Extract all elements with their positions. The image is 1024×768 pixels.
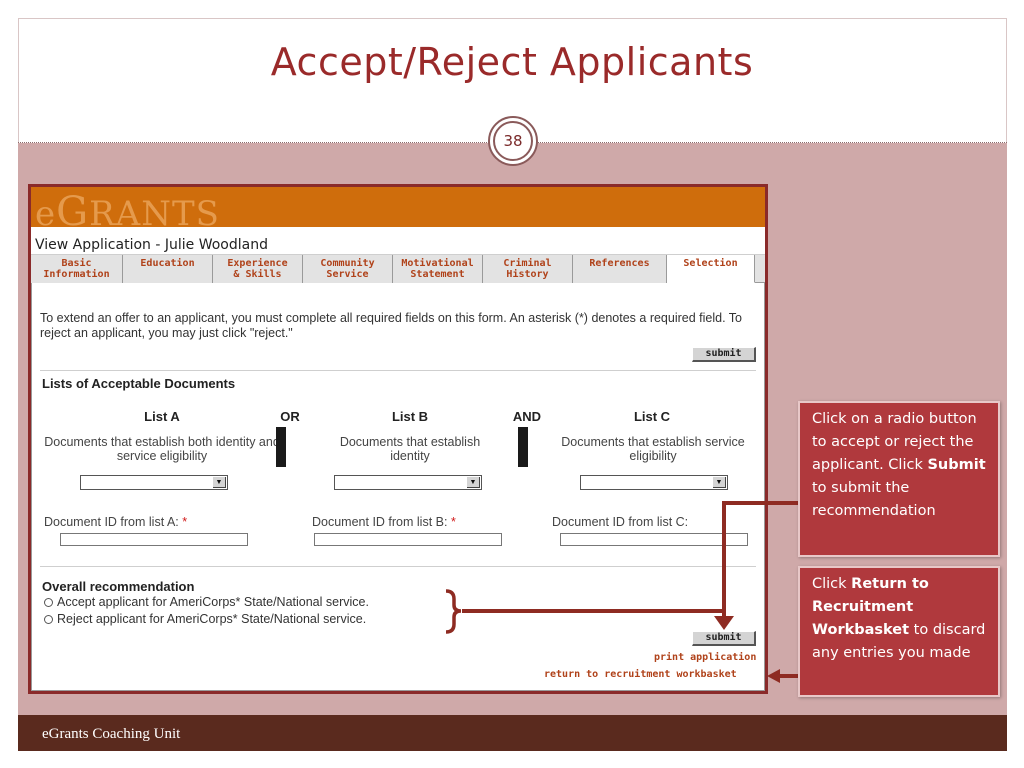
return-callout: Click Return to Recruitment Workbasket t… <box>798 566 1000 697</box>
selection-panel: To extend an offer to an applicant, you … <box>31 283 765 691</box>
or-label: OR <box>280 409 300 424</box>
tab-label-line1: Motivational <box>401 258 474 269</box>
egrants-header: eGRANTS <box>31 187 765 235</box>
tab-label-line2: Statement <box>410 269 465 280</box>
list-a-select[interactable]: ▼ <box>80 475 228 490</box>
tab-label-line1: Selection <box>683 258 738 269</box>
accept-radio[interactable] <box>44 597 53 607</box>
tab-label-line1: References <box>589 258 650 269</box>
egrants-window: eGRANTS View Application - Julie Woodlan… <box>28 184 768 694</box>
return-callout-text: Click <box>812 576 852 592</box>
return-to-workbasket-link[interactable]: return to recruitment workbasket <box>544 669 737 680</box>
list-b-id-input[interactable] <box>314 533 502 546</box>
slide-title: Accept/Reject Applicants <box>270 40 754 84</box>
return-callout-text-end: to discard any entries you made <box>812 622 986 661</box>
list-c-select[interactable]: ▼ <box>580 475 728 490</box>
divider <box>40 370 756 371</box>
required-marker: * <box>450 515 456 529</box>
list-c-id-input[interactable] <box>560 533 748 546</box>
slide-footer: eGrants Coaching Unit <box>18 715 1007 751</box>
tab-label-line2: History <box>506 269 549 280</box>
applicant-name: Julie Woodland <box>164 237 268 253</box>
list-a-id-label: Document ID from list A: * <box>44 515 187 529</box>
submit-callout-text: Click on a radio button to accept or rej… <box>812 411 977 473</box>
and-label: AND <box>512 409 542 424</box>
reject-radio[interactable] <box>44 614 53 624</box>
list-a-id-input[interactable] <box>60 533 248 546</box>
page-number: 38 <box>493 121 533 161</box>
tab-experience-skills[interactable]: Experience& Skills <box>213 255 303 283</box>
tab-label-line1: Experience <box>227 258 288 269</box>
accept-label: Accept applicant for AmeriCorps* State/N… <box>57 595 369 609</box>
tab-label-line1: Criminal <box>503 258 552 269</box>
chevron-down-icon: ▼ <box>213 477 226 488</box>
lists-title: Lists of Acceptable Documents <box>42 376 236 391</box>
list-b-id-text: Document ID from list B: <box>312 515 448 529</box>
list-c-description: Documents that establish service eligibi… <box>561 435 745 463</box>
submit-callout: Click on a radio button to accept or rej… <box>798 401 1000 557</box>
separator-bar <box>518 427 528 467</box>
required-marker: * <box>182 515 188 529</box>
intro-text: To extend an offer to an applicant, you … <box>40 311 743 340</box>
list-b-id-label: Document ID from list B: * <box>312 515 456 529</box>
logo-letters-rants: RANTS <box>89 194 220 234</box>
overall-recommendation-title: Overall recommendation <box>42 579 195 594</box>
list-b-description: Documents that establish identity <box>339 435 481 463</box>
reject-option: Reject applicant for AmeriCorps* State/N… <box>44 612 366 626</box>
tab-label-line1: Community <box>320 258 375 269</box>
list-b-heading: List B <box>391 409 429 424</box>
list-c-id-label: Document ID from list C: <box>552 515 689 529</box>
list-a-heading: List A <box>144 409 180 424</box>
page-number-badge: 38 <box>488 116 538 166</box>
egrants-logo: eGRANTS <box>35 189 220 235</box>
print-application-link[interactable]: print application <box>654 652 757 663</box>
list-c-heading: List C <box>633 409 671 424</box>
tab-education[interactable]: Education <box>123 255 213 283</box>
accept-option: Accept applicant for AmeriCorps* State/N… <box>44 595 369 609</box>
arrow-down-icon <box>714 616 734 630</box>
tab-label-line2: Service <box>326 269 369 280</box>
tab-label-line1: Basic <box>61 258 92 269</box>
logo-letter-g: G <box>56 189 90 235</box>
submit-callout-bold: Submit <box>927 457 986 473</box>
separator-bar <box>276 427 286 467</box>
chevron-down-icon: ▼ <box>467 477 480 488</box>
list-a-id-text: Document ID from list A: <box>44 515 179 529</box>
submit-callout-text-end: to submit the recommendation <box>812 480 936 519</box>
reject-label: Reject applicant for AmeriCorps* State/N… <box>57 612 367 626</box>
submit-button-bottom[interactable]: submit <box>692 631 756 646</box>
list-b-select[interactable]: ▼ <box>334 475 482 490</box>
tab-selection[interactable]: Selection <box>667 255 755 283</box>
view-application-label: View Application - <box>35 237 165 253</box>
bracket-icon <box>445 589 462 634</box>
tab-label-line1: Education <box>140 258 195 269</box>
divider <box>40 566 756 567</box>
arrow-left-icon <box>767 669 780 683</box>
tab-references[interactable]: References <box>573 255 667 283</box>
submit-button-top[interactable]: submit <box>692 347 756 362</box>
bottom-strip <box>18 751 1007 759</box>
tab-label-line2: & Skills <box>233 269 282 280</box>
logo-letter-e: e <box>35 194 57 234</box>
list-a-description: Documents that establish both identity a… <box>44 435 280 463</box>
return-callout-bold: Return to Recruitment Workbasket <box>812 576 929 638</box>
chevron-down-icon: ▼ <box>713 477 726 488</box>
view-application-bar: View Application - Julie Woodland <box>31 227 765 255</box>
submit-pointer-line <box>462 501 798 613</box>
tab-label-line2: Information <box>43 269 110 280</box>
